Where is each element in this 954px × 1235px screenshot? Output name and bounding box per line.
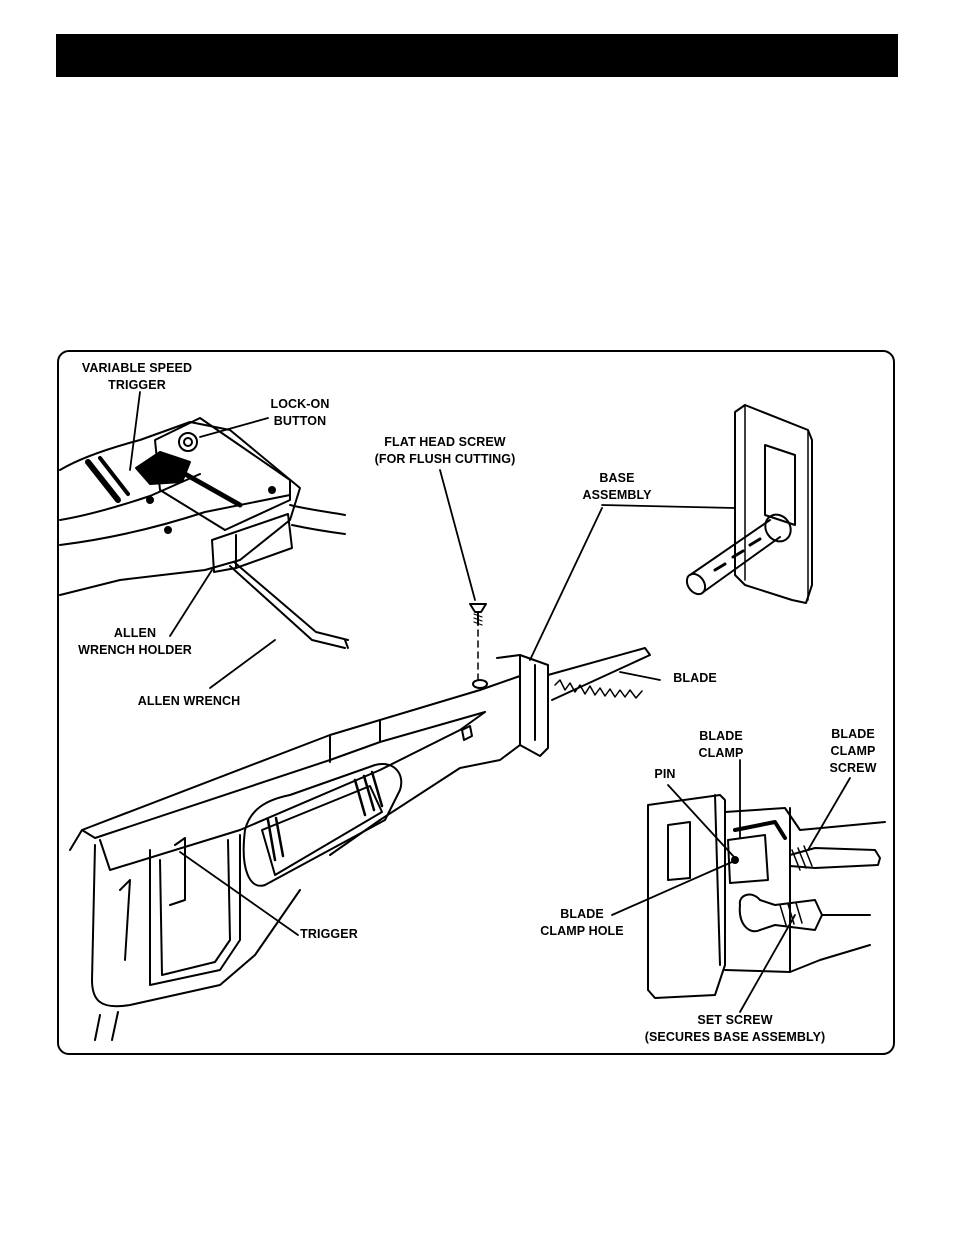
label-line: LOCK-ON	[270, 397, 330, 411]
label-line: CLAMP	[830, 744, 876, 758]
label-line: CLAMP HOLE	[540, 924, 624, 938]
label-blade-clamp-hole: BLADE CLAMP HOLE	[536, 906, 628, 940]
handle-inset-illustration	[59, 417, 349, 649]
label-line: ALLEN WRENCH	[137, 694, 241, 708]
label-allen-wrench: ALLEN WRENCH	[134, 693, 244, 710]
flat-head-screw	[469, 603, 487, 681]
saw-illustration	[69, 647, 651, 1041]
label-line: ASSEMBLY	[582, 488, 652, 502]
label-line: CLAMP	[698, 746, 744, 760]
label-pin: PIN	[648, 766, 682, 783]
label-line: WRENCH HOLDER	[78, 643, 192, 657]
label-line: (FOR FLUSH CUTTING)	[374, 452, 516, 466]
label-line: (SECURES BASE ASSEMBLY)	[644, 1030, 826, 1044]
label-blade-clamp: BLADE CLAMP	[692, 728, 750, 762]
label-line: SET SCREW	[697, 1013, 773, 1027]
label-set-screw: SET SCREW (SECURES BASE ASSEMBLY)	[640, 1012, 830, 1046]
label-line: PIN	[654, 767, 676, 781]
label-blade-clamp-screw: BLADE CLAMP SCREW	[824, 726, 882, 777]
label-line: BLADE	[699, 729, 743, 743]
header-bar	[56, 34, 898, 77]
label-blade: BLADE	[668, 670, 722, 687]
label-line: BUTTON	[273, 414, 327, 428]
leader-lines	[129, 391, 851, 1013]
label-lock-on-button: LOCK-ON BUTTON	[265, 396, 335, 430]
label-line: BLADE	[560, 907, 604, 921]
label-allen-wrench-holder: ALLEN WRENCH HOLDER	[76, 625, 194, 659]
label-line: BLADE	[831, 727, 875, 741]
base-assembly-illustration	[685, 404, 813, 604]
label-line: SCREW	[829, 761, 877, 775]
label-line: FLAT HEAD SCREW	[384, 435, 506, 449]
label-line: BASE	[599, 471, 635, 485]
figure-frame	[57, 350, 895, 1055]
label-base-assembly: BASE ASSEMBLY	[580, 470, 654, 504]
label-line: TRIGGER	[300, 927, 358, 941]
label-line: TRIGGER	[108, 378, 166, 392]
label-variable-speed-trigger: VARIABLE SPEED TRIGGER	[80, 360, 194, 394]
label-line: VARIABLE SPEED	[81, 361, 193, 375]
blade-clamp-inset-illustration	[647, 794, 886, 999]
label-line: BLADE	[673, 671, 717, 685]
label-trigger: TRIGGER	[296, 926, 362, 943]
label-flat-head-screw: FLAT HEAD SCREW (FOR FLUSH CUTTING)	[370, 434, 520, 468]
label-line: ALLEN	[113, 626, 157, 640]
